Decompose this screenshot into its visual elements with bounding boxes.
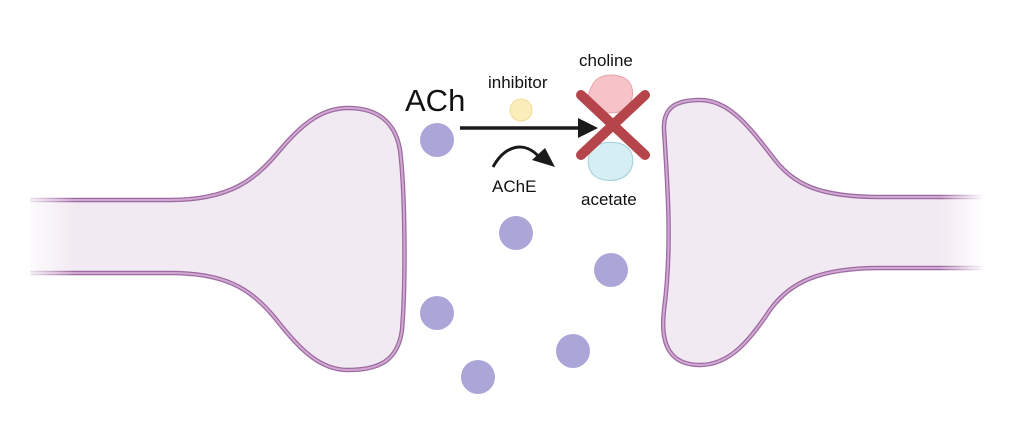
ach-molecule: [420, 123, 454, 157]
ach-molecule: [420, 296, 454, 330]
acetate-molecule: [587, 141, 634, 181]
ache-label: AChE: [492, 177, 537, 196]
ach-molecule: [556, 334, 590, 368]
acetate-label: acetate: [581, 190, 637, 209]
ach-molecules: [420, 123, 628, 394]
ach-molecule: [461, 360, 495, 394]
ach-molecule: [594, 253, 628, 287]
choline-label: choline: [579, 51, 633, 70]
blocked-cross-icon: [576, 90, 650, 160]
postsynaptic-neuron: [660, 97, 1024, 368]
presynaptic-neuron: [0, 105, 407, 373]
ach-molecule: [499, 216, 533, 250]
hydrolysis-arrow: [460, 118, 598, 138]
ach-label: ACh: [405, 83, 466, 118]
inhibitor-molecule: [509, 98, 533, 122]
ache-curved-arrow: [491, 145, 555, 168]
presynaptic-membrane: [30, 105, 407, 373]
inhibitor-label: inhibitor: [488, 73, 548, 92]
